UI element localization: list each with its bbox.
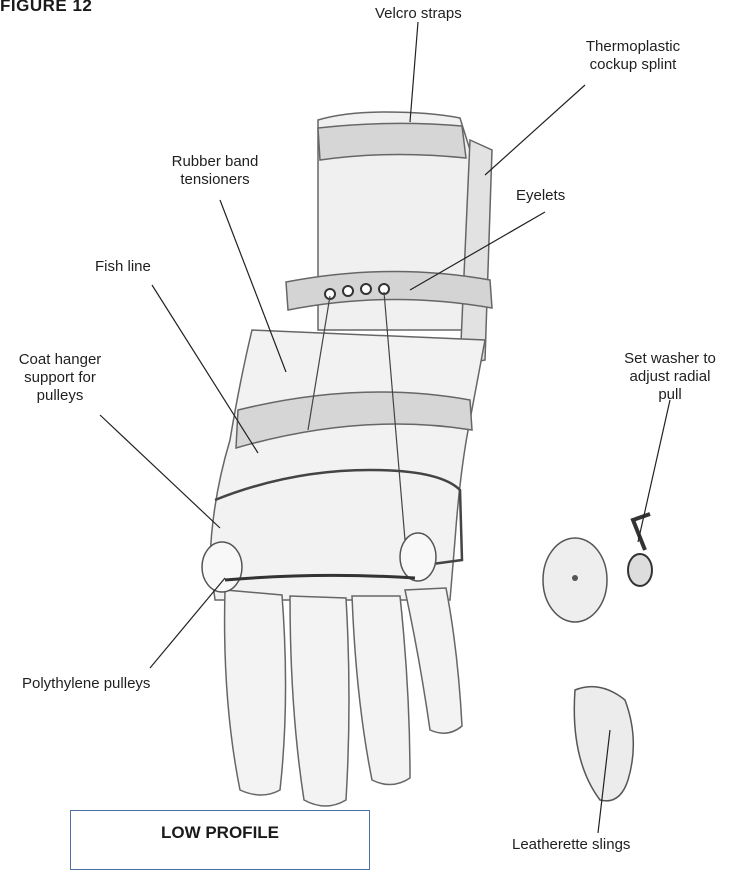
leader-velcro [410, 22, 418, 122]
label-set-washer: Set washer to adjust radial pull [600, 350, 740, 404]
eyelet [343, 286, 353, 296]
finger [290, 596, 349, 806]
velcro-strap-top [318, 123, 466, 160]
finger [225, 590, 286, 795]
label-fish-line: Fish line [95, 258, 151, 276]
leader-thermoplastic [485, 85, 585, 175]
pulley-left [202, 542, 242, 592]
leader-pulleys [150, 578, 225, 668]
label-coat-hanger: Coat hanger support for pulleys [0, 351, 120, 405]
fingers [225, 588, 462, 806]
label-polythylene-pulleys: Polythylene pulleys [22, 675, 150, 693]
caption-box: LOW PROFILE [70, 810, 370, 870]
caption-title: LOW PROFILE [71, 823, 369, 843]
pulley-right [400, 533, 436, 581]
leader-coat-hanger [100, 415, 220, 528]
hand-palm [210, 330, 485, 600]
label-rubber-band-tensioners: Rubber band tensioners [150, 153, 280, 189]
label-velcro-straps: Velcro straps [375, 5, 462, 23]
label-thermoplastic-splint: Thermoplastic cockup splint [553, 38, 713, 74]
leader-fish-line [152, 285, 258, 453]
finger [405, 588, 462, 733]
pulley-hub [572, 575, 578, 581]
allen-key [633, 514, 650, 550]
finger [352, 596, 410, 785]
label-leatherette-slings: Leatherette slings [512, 836, 630, 854]
leader-set-washer [638, 400, 670, 542]
label-eyelets: Eyelets [516, 187, 565, 205]
eyelet [361, 284, 371, 294]
set-washer [628, 554, 652, 586]
figure-title: FIGURE 12 [0, 0, 92, 16]
